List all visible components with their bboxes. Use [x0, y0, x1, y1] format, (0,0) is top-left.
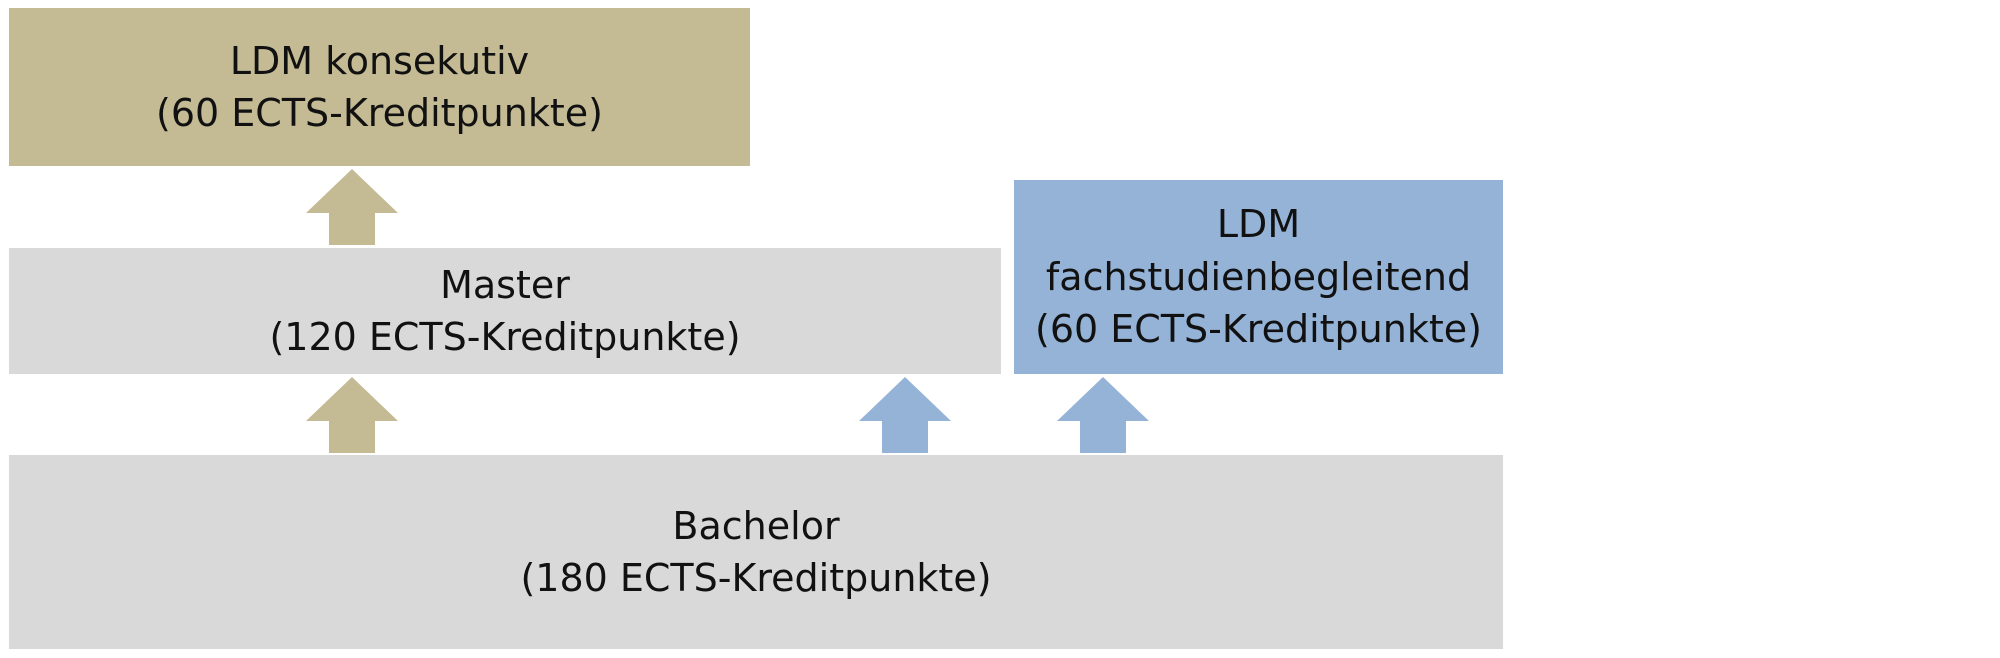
bachelor-box: Bachelor (180 ECTS-Kreditpunkte)	[9, 455, 1503, 649]
ldm-fachstudienbegleitend-box: LDM fachstudienbegleitend (60 ECTS-Kredi…	[1014, 180, 1503, 374]
arrow-bachelor-to-master-blue-icon	[859, 377, 951, 453]
master-credits: (120 ECTS-Kreditpunkte)	[269, 315, 741, 359]
arrow-bachelor-to-master-icon	[306, 377, 398, 453]
ldm-fach-title: LDM	[1216, 202, 1301, 247]
arrow-bachelor-to-ldm-fach-icon	[1057, 377, 1149, 453]
master-title: Master	[440, 262, 570, 307]
ldm-konsekutiv-title: LDM konsekutiv	[229, 38, 530, 83]
ldm-fach-credits: (60 ECTS-Kreditpunkte)	[1035, 307, 1482, 352]
ldm-fach-subtitle: fachstudienbegleitend	[1045, 254, 1472, 299]
bachelor-credits: (180 ECTS-Kreditpunkte)	[520, 556, 992, 600]
ldm-konsekutiv-box: LDM konsekutiv (60 ECTS-Kreditpunkte)	[9, 8, 750, 166]
ldm-konsekutiv-credits: (60 ECTS-Kreditpunkte)	[156, 91, 603, 135]
master-box: Master (120 ECTS-Kreditpunkte)	[9, 248, 1001, 374]
bachelor-title: Bachelor	[672, 503, 840, 548]
arrow-master-to-ldm-konsekutiv-icon	[306, 169, 398, 245]
